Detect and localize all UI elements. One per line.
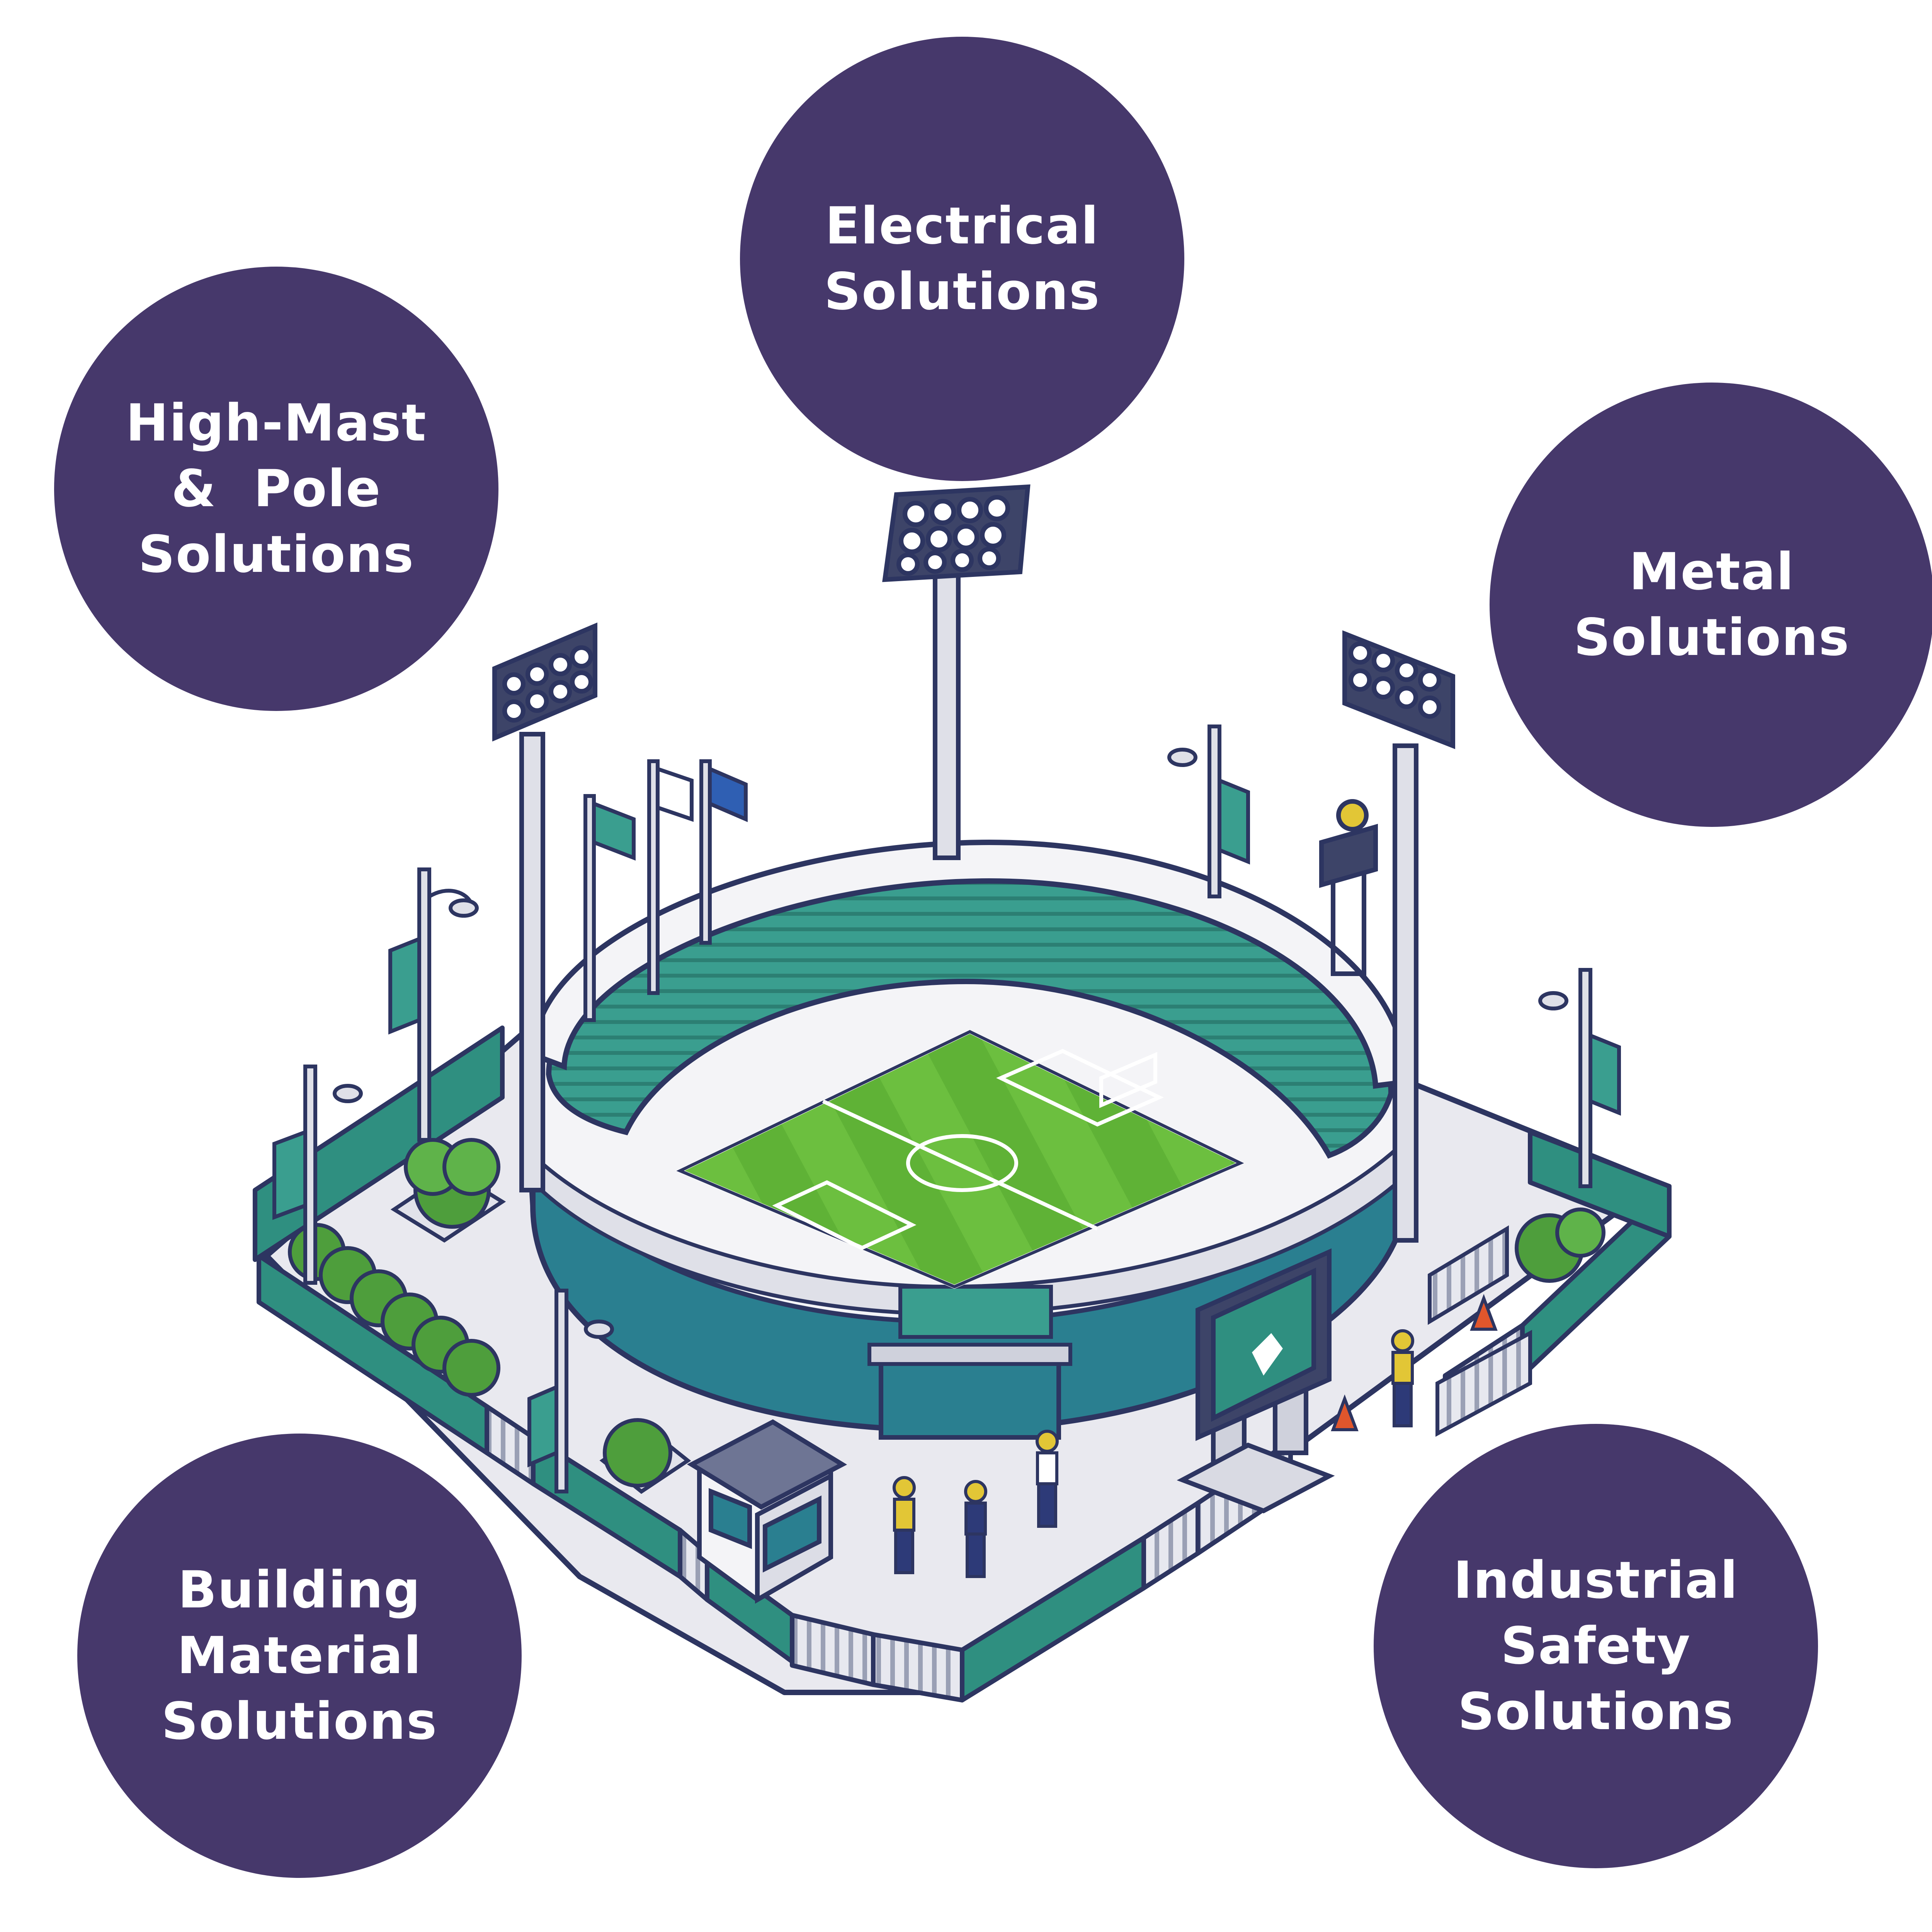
bubble-label: Material bbox=[177, 1626, 422, 1685]
street-lamp-icon bbox=[272, 724, 1621, 1493]
bubble-label: Metal bbox=[1629, 542, 1795, 602]
industrial-safety-solutions-bubble: Industrial Safety Solutions bbox=[1374, 1424, 1818, 1868]
guard-booth-icon bbox=[687, 1419, 847, 1604]
bubble-label: Solutions bbox=[1573, 608, 1850, 667]
bubble-label: Building bbox=[178, 1560, 421, 1620]
tree-icon bbox=[1515, 1208, 1605, 1283]
flag-icon bbox=[583, 759, 748, 1022]
building-material-solutions-bubble: Building Material Solutions bbox=[77, 1434, 522, 1878]
floodlight-icon bbox=[882, 484, 1031, 860]
bubble-label: High-Mast bbox=[126, 393, 427, 453]
bubble-label: Solutions bbox=[138, 525, 415, 584]
bubble-label: Solutions bbox=[161, 1692, 438, 1751]
electrical-solutions-bubble: Electrical Solutions bbox=[740, 37, 1184, 481]
bubble-label: Solutions bbox=[824, 262, 1100, 321]
bubble-label: & Pole bbox=[171, 459, 381, 519]
scoreboard-icon bbox=[1177, 1248, 1335, 1514]
floodlight-icon bbox=[492, 622, 597, 1192]
floodlight-icon bbox=[1319, 630, 1455, 1243]
hedge-row bbox=[288, 1223, 500, 1397]
bubble-label: Industrial bbox=[1453, 1551, 1738, 1610]
bubble-label: Safety bbox=[1500, 1616, 1691, 1676]
bubble-label: Solutions bbox=[1458, 1682, 1734, 1742]
tree-icon bbox=[599, 1418, 691, 1494]
bubble-label: Electrical bbox=[825, 196, 1099, 256]
worker-icon bbox=[893, 1329, 1414, 1578]
fence-icon bbox=[1428, 1225, 1532, 1437]
metal-solutions-bubble: Metal Solutions bbox=[1490, 383, 1932, 827]
high-mast-pole-solutions-bubble: High-Mast & Pole Solutions bbox=[54, 267, 498, 711]
tree-icon bbox=[390, 1138, 506, 1243]
traffic-cone-icon bbox=[1331, 1294, 1498, 1431]
